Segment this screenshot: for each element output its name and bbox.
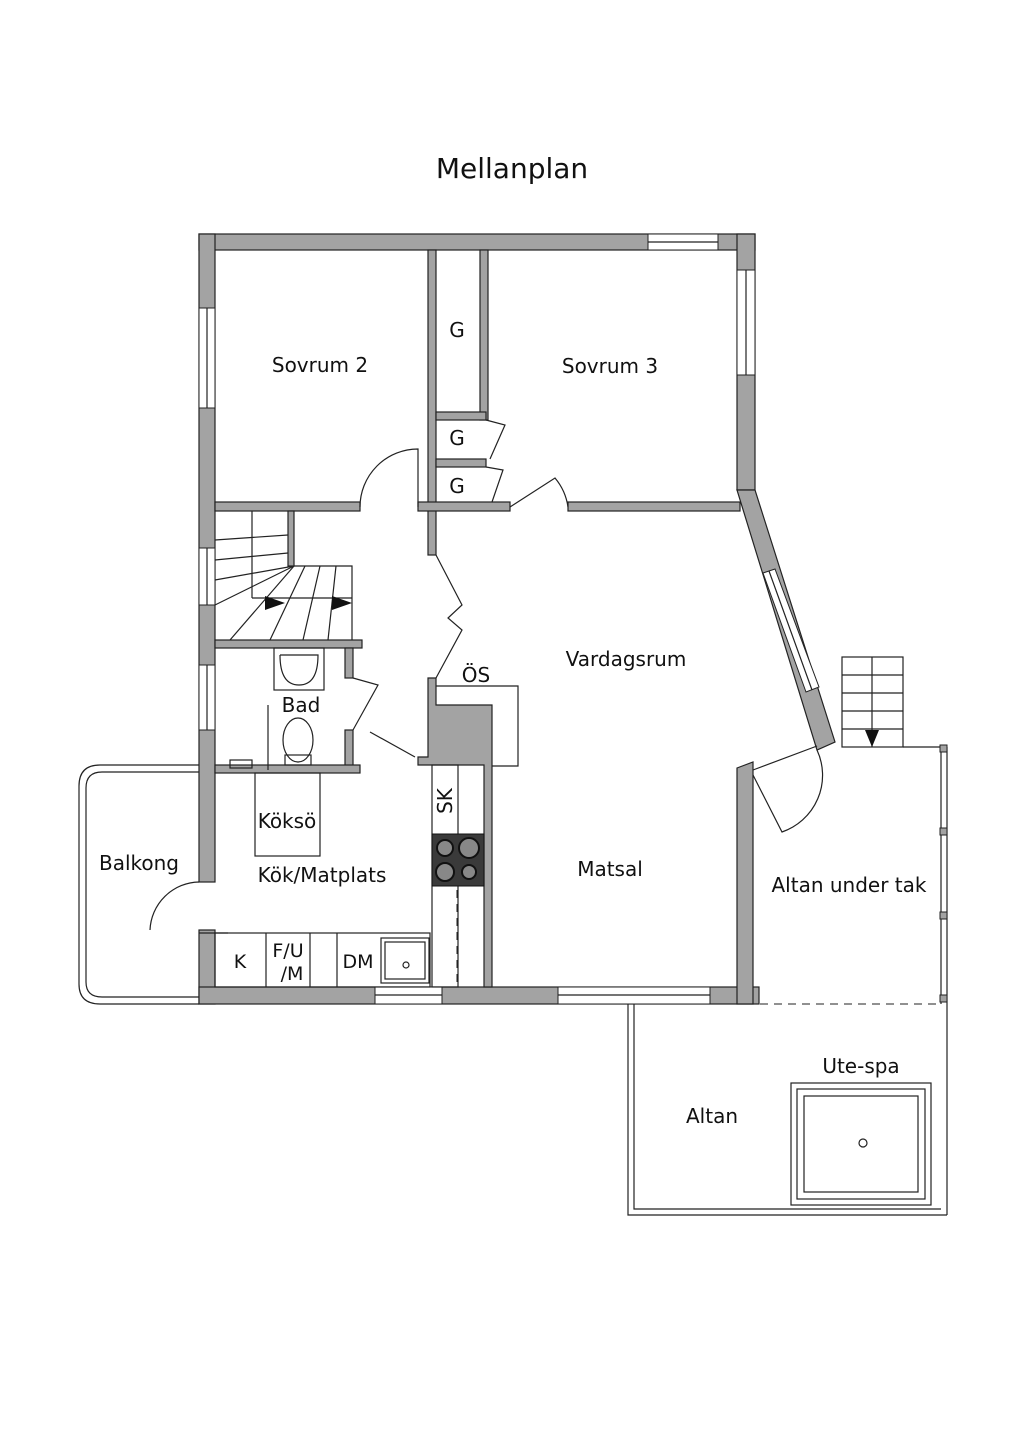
balcony-outline [78,764,199,1005]
room-label: Kök/Matplats [258,863,387,887]
room-label: ÖS [462,663,490,687]
stair-arrow-icon [332,596,352,610]
appliance-label: DM [342,951,373,973]
windows [198,233,820,1005]
room-label: Köksö [258,809,317,833]
appliance-label: /M [281,963,304,985]
stair-arrow-icon [265,596,285,610]
room-label: Bad [282,693,321,717]
kitchen-fixtures [214,685,519,988]
appliance-label: K [234,951,247,973]
room-label: Ute-spa [822,1054,899,1078]
room-label: G [449,474,465,498]
staircase [214,511,904,748]
room-label: Vardagsrum [566,647,687,671]
room-label: Altan under tak [772,873,927,897]
room-label: Balkong [99,851,179,875]
doors [149,419,824,934]
room-label: Altan [686,1104,738,1128]
room-label: Sovrum 3 [562,354,658,378]
room-label: G [449,426,465,450]
room-label: Sovrum 2 [272,353,368,377]
terrace [627,744,948,1216]
appliance-label: F/U [272,940,303,962]
plan-title: Mellanplan [436,152,588,185]
drain-icon [858,1138,868,1148]
room-label: SK [433,787,457,814]
bathroom-fixtures [229,647,325,770]
room-labels: Sovrum 2 Sovrum 3 G G G Vardagsrum ÖS Ba… [99,318,927,1128]
stair-arrow-icon [865,730,879,747]
hot-tub [790,1082,932,1206]
room-label: Matsal [577,857,643,881]
room-label: G [449,318,465,342]
